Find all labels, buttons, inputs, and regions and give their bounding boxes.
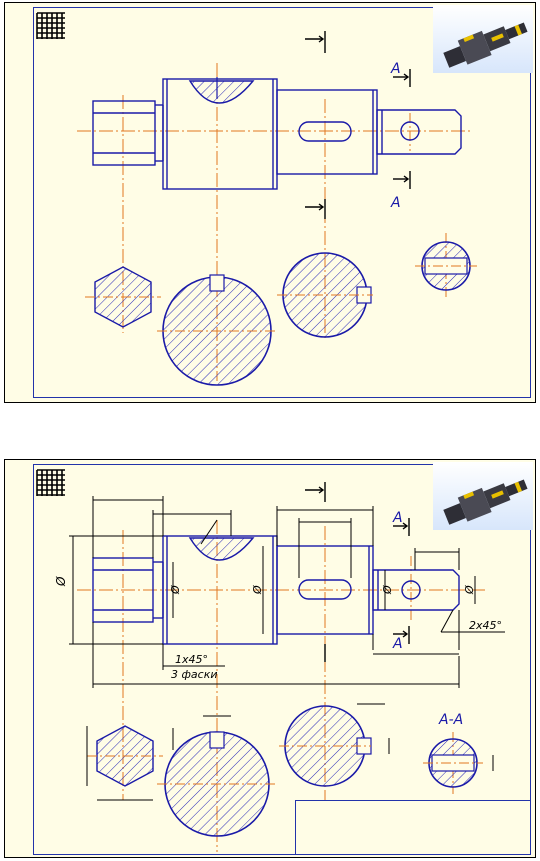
hex-shaft-end (92, 100, 164, 166)
drawing-frame (33, 464, 531, 855)
hex-view (86, 725, 163, 801)
diameter-symbol: Ø (381, 585, 394, 595)
3d-shaft-preview-icon (433, 5, 533, 73)
diameter-symbol: Ø (54, 576, 68, 587)
middle-cylinder (276, 89, 378, 175)
chamfer-note-line1: 1x45° (175, 653, 208, 666)
section-view-label: A-A (438, 712, 463, 728)
small-section-view (415, 241, 477, 291)
diameter-symbol: Ø (251, 585, 264, 595)
dimension-lines (69, 496, 505, 688)
diameter-symbol: Ø (463, 585, 476, 595)
chamfer-right: 2x45° (469, 619, 502, 632)
segment-keyway (188, 537, 255, 561)
grid-icon[interactable] (35, 11, 67, 41)
middle-section-view (279, 703, 390, 787)
section-cut-marks (305, 482, 410, 662)
hex-view (85, 266, 161, 328)
middle-section-view (277, 252, 373, 338)
drawing-frame (33, 7, 531, 398)
shaft-outline (92, 535, 460, 645)
3d-shaft-preview-icon (433, 462, 533, 530)
shaft-drawing-top: A A (77, 31, 477, 386)
section-cut-marks (305, 31, 411, 219)
drawing-sheet-top: A A (4, 2, 536, 403)
large-section-view (157, 274, 277, 386)
shaft-drawing-bottom: A A A-A Ø Ø Ø Ø Ø 1x45° 3 фаски 2x45° (54, 482, 505, 852)
segment-keyway (188, 80, 255, 104)
title-block (295, 800, 531, 855)
section-label-upper: A (390, 61, 401, 77)
chamfer-note-line2: 3 фаски (171, 668, 217, 681)
section-label-lower: A (390, 195, 401, 211)
small-shaft-end (376, 109, 462, 155)
drawing-sheet-bottom: A A A-A Ø Ø Ø Ø Ø 1x45° 3 фаски 2x45° (4, 459, 536, 858)
large-section-view (157, 715, 277, 837)
section-label-upper: A (392, 510, 403, 526)
section-label-lower: A (392, 636, 403, 652)
grid-icon[interactable] (35, 468, 67, 498)
small-section-view (423, 738, 494, 788)
diameter-symbol: Ø (169, 585, 182, 595)
